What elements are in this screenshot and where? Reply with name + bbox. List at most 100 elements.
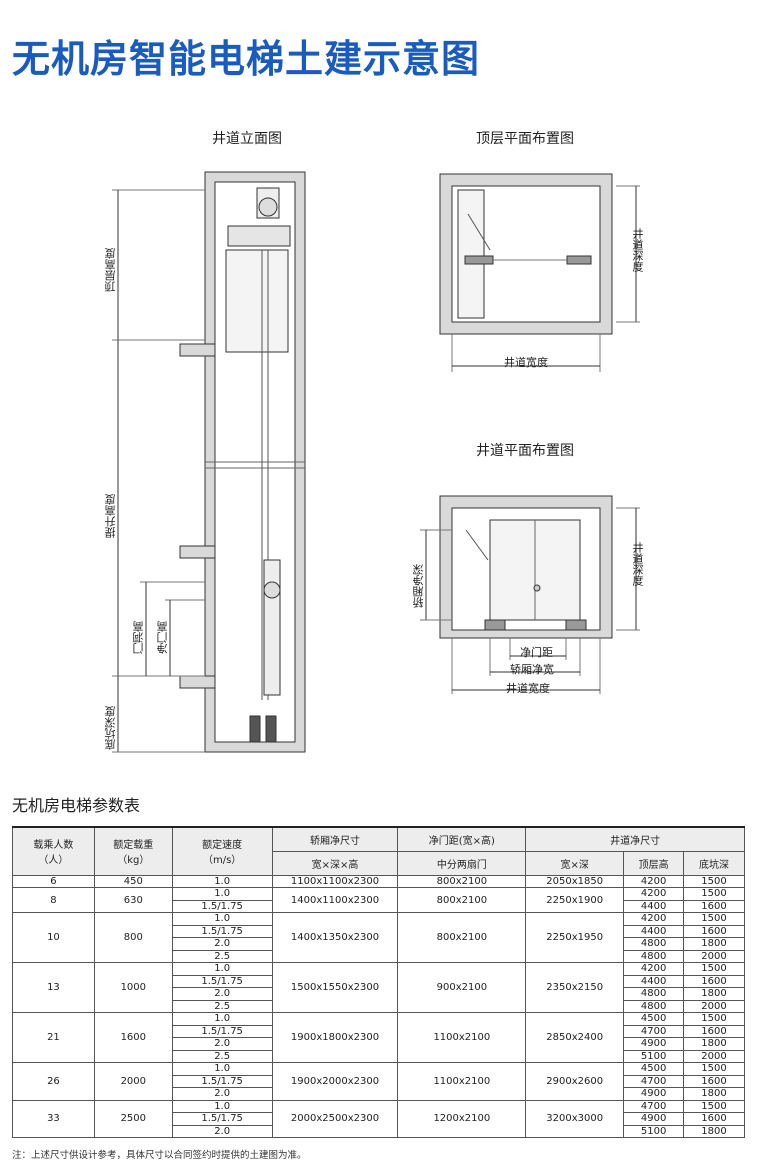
cell-door: 800x2100: [397, 912, 527, 963]
cell-top-height: 4200: [623, 874, 685, 888]
cell-pit-depth: 1600: [683, 974, 745, 988]
cell-top-height: 4200: [623, 887, 685, 901]
cell-speed: 2.0: [171, 1037, 273, 1051]
elevation-caption: 井道立面图: [212, 131, 282, 147]
cell-speed: 1.5/1.75: [171, 1024, 273, 1038]
cell-door: 800x2100: [397, 887, 527, 913]
shaft-plan-shaft-width-label: 井道宽度: [506, 682, 550, 695]
header-shaft-wd: 宽×深: [525, 850, 625, 876]
cell-speed: 1.5/1.75: [171, 974, 273, 988]
shaft-plan-caption: 井道平面布置图: [476, 443, 574, 459]
cell-speed: 1.0: [171, 1062, 273, 1076]
cell-speed: 2.5: [171, 1049, 273, 1063]
header-shaft-top: 顶层高: [623, 850, 685, 876]
cell-car-size: 1900x1800x2300: [271, 1012, 399, 1063]
cell-persons: 13: [12, 962, 95, 1013]
cell-pit-depth: 1500: [683, 887, 745, 901]
cell-door: 800x2100: [397, 874, 527, 888]
cell-pit-depth: 1600: [683, 1112, 745, 1126]
cell-shaft-wd: 2900x2600: [525, 1062, 625, 1101]
cell-car-size: 2000x2500x2300: [271, 1099, 399, 1138]
cell-speed: 2.5: [171, 949, 273, 963]
cell-top-height: 4400: [623, 899, 685, 913]
cell-load: 1000: [93, 962, 173, 1013]
cell-persons: 10: [12, 912, 95, 963]
cell-door: 1100x2100: [397, 1012, 527, 1063]
cell-speed: 2.0: [171, 1087, 273, 1101]
cell-door: 900x2100: [397, 962, 527, 1013]
cell-pit-depth: 1600: [683, 924, 745, 938]
cell-shaft-wd: 2050x1850: [525, 874, 625, 888]
cell-shaft-wd: 2250x1950: [525, 912, 625, 963]
cell-top-height: 4200: [623, 912, 685, 926]
cell-pit-depth: 1600: [683, 899, 745, 913]
cell-speed: 1.5/1.75: [171, 1074, 273, 1088]
cell-persons: 6: [12, 874, 95, 888]
cell-pit-depth: 1800: [683, 1124, 745, 1138]
cell-speed: 1.5/1.75: [171, 1112, 273, 1126]
cell-top-height: 4900: [623, 1037, 685, 1051]
cell-car-size: 1400x1350x2300: [271, 912, 399, 963]
door-opening-height-label: 门洞高: [132, 621, 145, 654]
cell-pit-depth: 1600: [683, 1024, 745, 1038]
header-load: 额定载重 （kg）: [93, 826, 173, 876]
cell-pit-depth: 1800: [683, 1037, 745, 1051]
cell-car-size: 1400x1100x2300: [271, 887, 399, 913]
top-plan-shaft-width-label: 井道宽度: [504, 356, 548, 369]
page-title: 无机房智能电梯土建示意图: [12, 37, 481, 81]
cell-speed: 1.5/1.75: [171, 899, 273, 913]
cell-persons: 8: [12, 887, 95, 913]
cell-pit-depth: 1500: [683, 1099, 745, 1113]
cell-top-height: 4700: [623, 1099, 685, 1113]
cell-car-size: 1900x2000x2300: [271, 1062, 399, 1101]
cell-top-height: 5100: [623, 1124, 685, 1138]
header-door: 净门距(宽×高): [397, 826, 527, 852]
cell-door: 1200x2100: [397, 1099, 527, 1138]
cell-top-height: 4200: [623, 962, 685, 976]
travel-height-label: 提升高度: [104, 494, 117, 538]
pit-depth-label: 底坑深度: [104, 706, 117, 750]
cell-load: 1600: [93, 1012, 173, 1063]
cell-top-height: 4800: [623, 987, 685, 1001]
cell-load: 630: [93, 887, 173, 913]
cell-top-height: 4400: [623, 974, 685, 988]
cell-pit-depth: 1500: [683, 912, 745, 926]
top-plan-caption: 顶层平面布置图: [476, 131, 574, 147]
cell-top-height: 4800: [623, 949, 685, 963]
cell-top-height: 4900: [623, 1087, 685, 1101]
cell-pit-depth: 1500: [683, 1012, 745, 1026]
top-plan-shaft-depth-label: 井道深度: [631, 228, 644, 272]
cell-load: 800: [93, 912, 173, 963]
shaft-plan-shaft-depth-label: 井道深度: [631, 542, 644, 586]
footnote: 注：上述尺寸供设计参考，具体尺寸以合同签约时提供的土建图为准。: [12, 1150, 307, 1161]
cell-speed: 2.5: [171, 999, 273, 1013]
cell-speed: 1.0: [171, 887, 273, 901]
door-clear-height-label: 净门高: [156, 621, 169, 654]
cell-speed: 2.0: [171, 937, 273, 951]
cell-pit-depth: 1800: [683, 987, 745, 1001]
cell-speed: 2.0: [171, 1124, 273, 1138]
cell-shaft-wd: 3200x3000: [525, 1099, 625, 1138]
cell-top-height: 4700: [623, 1074, 685, 1088]
cell-speed: 1.0: [171, 1012, 273, 1026]
cell-pit-depth: 1500: [683, 874, 745, 888]
table-title: 无机房电梯参数表: [12, 796, 141, 815]
car-depth-label: 轿厢净深: [412, 564, 425, 608]
cell-load: 2000: [93, 1062, 173, 1101]
cell-pit-depth: 1800: [683, 937, 745, 951]
cell-pit-depth: 1500: [683, 1062, 745, 1076]
header-speed: 额定速度 （m/s）: [171, 826, 273, 876]
cell-pit-depth: 1500: [683, 962, 745, 976]
